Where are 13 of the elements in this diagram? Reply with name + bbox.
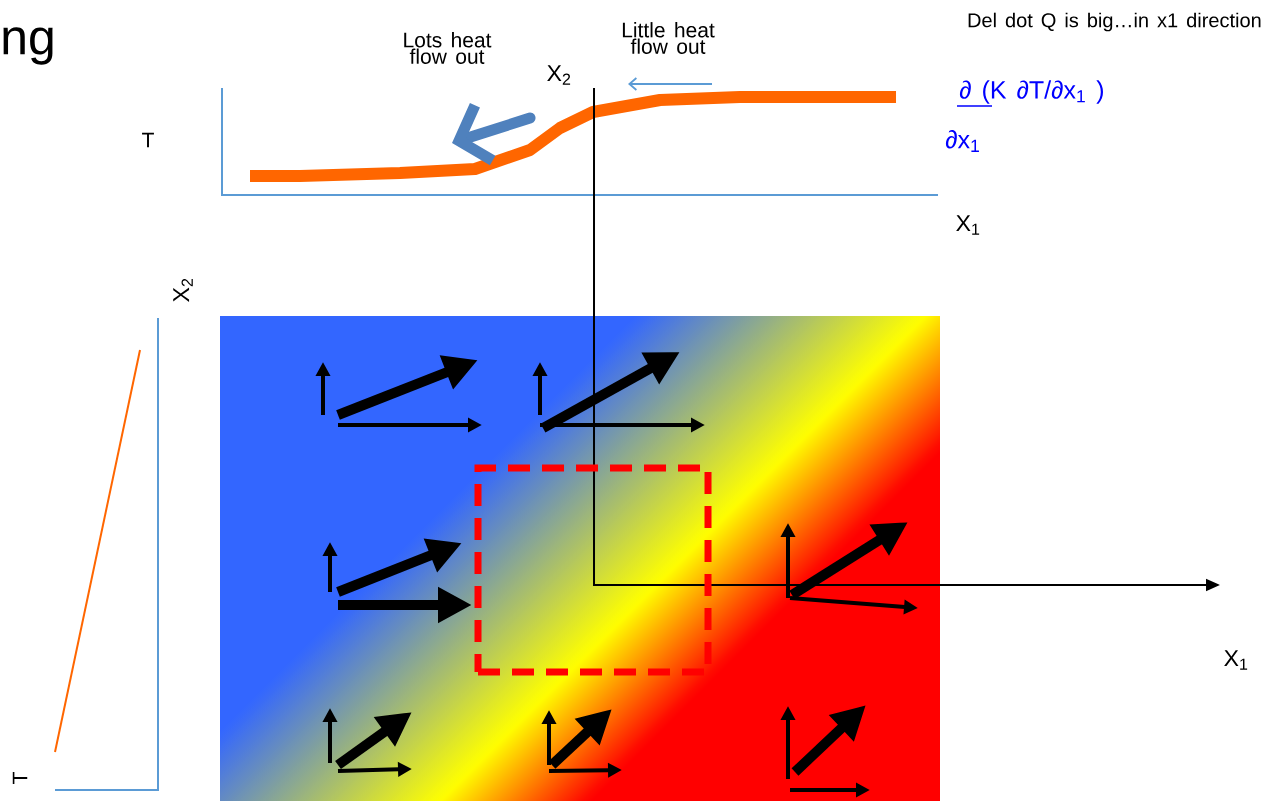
axis-label: X$_{1}$ xyxy=(956,215,980,235)
axis-label: T xyxy=(142,132,154,148)
axis-label: X$_{2}$ xyxy=(547,65,571,85)
formula-text: ∂ (K ∂T/∂x$_{1}$ ) xyxy=(959,80,1103,104)
annotation: Little heat flow out xyxy=(622,22,715,54)
formula-text: ∂x$_{1}$ xyxy=(945,130,979,152)
annotation: Del dot Q is big…in x1 direction xyxy=(968,12,1261,32)
slide-title: ng xyxy=(3,27,53,65)
axis-label: T xyxy=(12,772,28,784)
axis-label: X$_{1}$ xyxy=(1224,650,1248,670)
annotation: Lots heat flow out xyxy=(404,32,492,64)
control-volume xyxy=(474,464,712,676)
axis-label: X$_{2}$ xyxy=(173,278,193,302)
